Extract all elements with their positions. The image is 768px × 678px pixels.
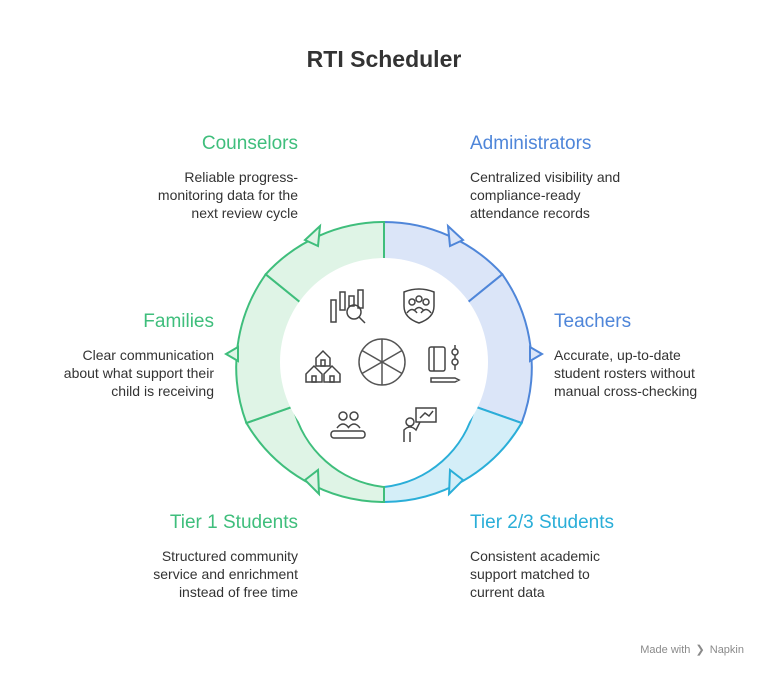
families-label: Families <box>143 311 214 332</box>
ring <box>224 220 544 504</box>
page-title: RTI Scheduler <box>306 46 462 72</box>
teachers-label: Teachers <box>554 311 632 332</box>
counselors-description: Reliable progress- monitoring data for t… <box>157 169 298 221</box>
pointer-tier23 <box>447 468 465 497</box>
administrators-description: Centralized visibility and compliance-re… <box>470 169 621 221</box>
pointer-counselors <box>303 223 322 248</box>
teachers-description: Accurate, up-to-date student rosters wit… <box>554 347 698 399</box>
pointer-administrators <box>446 223 465 248</box>
chart-magnifier-icon <box>330 289 366 324</box>
presenter-board-icon <box>403 407 437 442</box>
tier1-label: Tier 1 Students <box>169 512 298 533</box>
tier23-label: Tier 2/3 Students <box>470 512 614 533</box>
napkin-watermark[interactable]: Made with ❯ Napkin <box>640 643 744 656</box>
houses-icon <box>305 349 341 383</box>
administrators-label: Administrators <box>470 133 592 154</box>
center-pie-icon <box>358 338 406 386</box>
napkin-logo-icon: ❯ <box>695 644 705 656</box>
made-with-text: Made with <box>640 644 691 656</box>
tier1-description: Structured community service and enrichm… <box>153 548 298 600</box>
families-description: Clear communication about what support t… <box>63 347 214 399</box>
brand-text: Napkin <box>709 644 744 656</box>
counselors-label: Counselors <box>201 133 298 154</box>
pointer-families <box>224 345 239 363</box>
people-shield-icon <box>403 288 435 324</box>
tier23-description: Consistent academic support matched to c… <box>470 548 600 600</box>
pointer-tier1 <box>303 468 321 497</box>
notebook-pencil-icon <box>428 345 461 383</box>
group-icon <box>330 411 366 439</box>
pointer-teachers <box>529 345 544 363</box>
